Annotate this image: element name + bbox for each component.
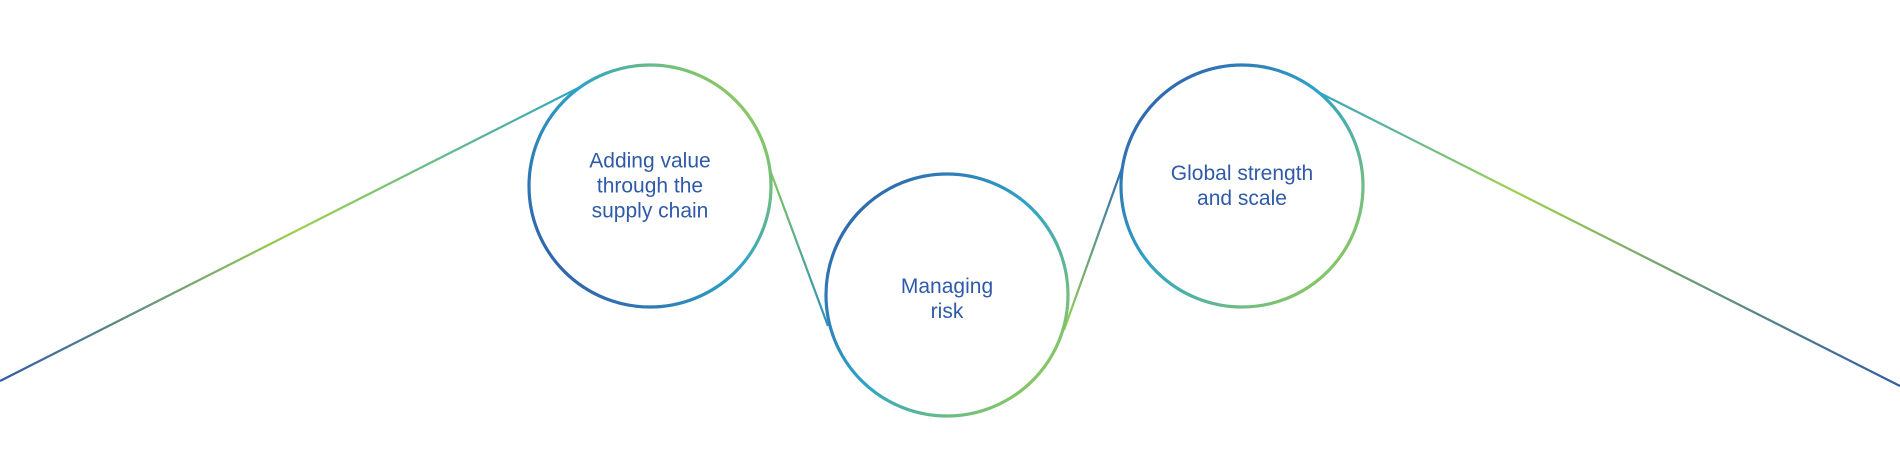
connector-1-2 [768,169,830,327]
node-label-managing-risk: Managing risk [900,275,994,323]
node-circle-3 [1119,63,1365,309]
connector-2-3 [1062,167,1124,331]
node-label-adding-value: Adding value through the supply chain [589,149,711,223]
right-line [1309,87,1900,387]
node-circle-1 [527,63,773,309]
left-line [0,81,591,382]
node-circle-2 [824,172,1070,418]
node-label-global-strength: Global strength and scale [1170,162,1314,210]
